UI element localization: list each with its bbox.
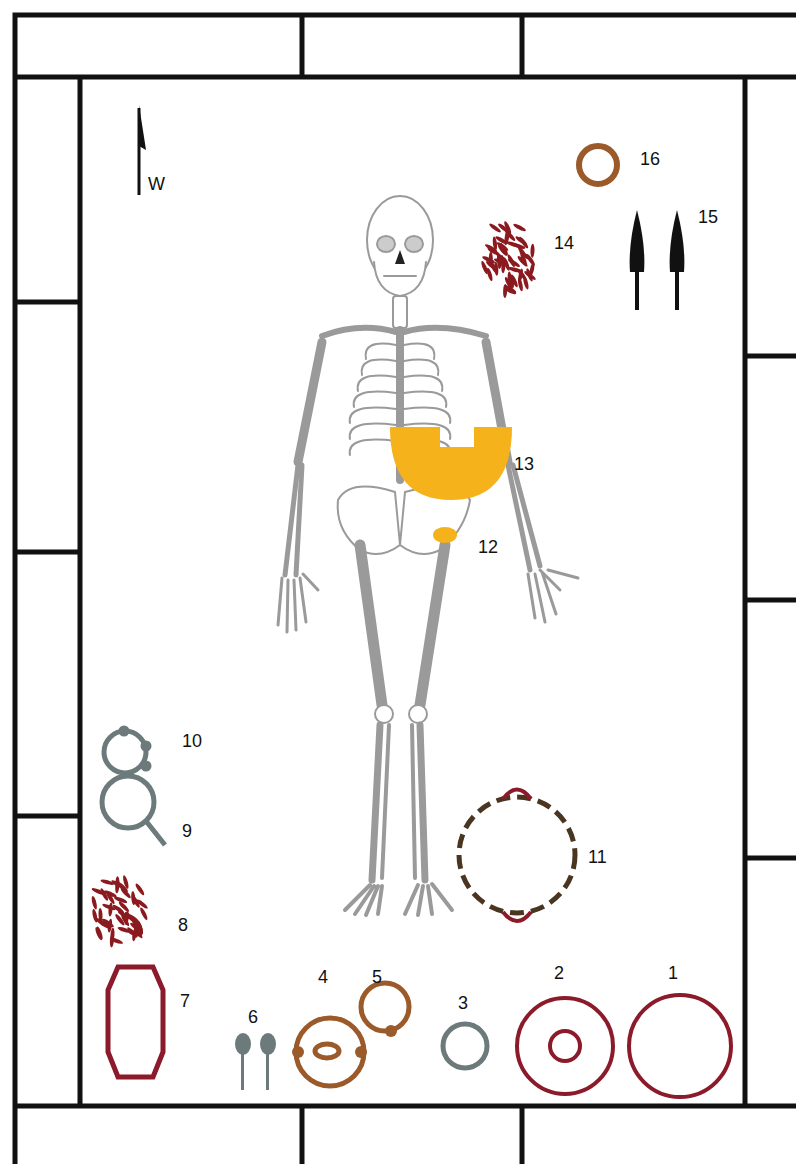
orientation-arrow [139,105,146,195]
bead [502,257,511,272]
grey-ring [104,728,149,773]
bead [507,271,512,285]
gold-plaque [390,427,512,500]
bead [117,926,132,934]
bead [503,284,507,298]
callout-number: 13 [514,455,534,473]
callout-number: 15 [698,208,718,226]
organic-container [459,790,575,922]
skeleton [278,196,578,915]
callout-number: 11 [588,848,607,866]
gold-ornament [433,527,457,543]
bead [488,260,498,274]
bead [116,881,129,893]
bead [497,244,509,257]
callout-number: 6 [248,1008,258,1026]
grey-ring [443,1024,487,1068]
callout-number: 7 [180,992,190,1010]
callout-number: 9 [182,822,192,840]
bead [525,253,536,267]
bead [518,236,530,250]
bead [506,240,521,248]
pins [235,1033,276,1090]
bead [109,937,124,946]
bead [94,926,103,940]
bead [105,891,116,905]
callout-number: 5 [372,968,382,986]
callout-number: 2 [554,964,564,982]
bronze-ring [579,146,617,184]
bronze-vessel [292,1018,367,1086]
red-vessel [629,995,731,1097]
bead [98,920,112,930]
bead [519,252,528,266]
callout-number: 10 [182,732,202,750]
bead [530,244,534,258]
callout-number: 12 [478,538,498,556]
callout-number: 8 [178,916,188,934]
mirror [102,776,165,845]
spearheads [630,210,685,310]
bead [517,277,524,292]
bead [139,907,149,921]
bead [131,919,143,932]
callout-number: 4 [318,968,328,986]
bronze-lug [385,1025,397,1037]
bead [497,222,510,234]
stone-frame [15,15,796,1164]
bead [91,895,98,910]
callout-number: 16 [640,150,660,168]
hexagonal-ring [108,967,163,1077]
bead [512,222,526,232]
bead-cluster [480,220,537,298]
bead [135,898,148,910]
orientation-label: W [148,175,165,193]
bead [480,260,489,274]
red-vessel [517,998,613,1094]
callout-number: 1 [668,964,678,982]
callout-number: 3 [458,994,468,1012]
bead-cluster [91,875,149,948]
bead [522,275,529,290]
callout-number: 14 [554,234,574,252]
bead [134,883,145,897]
bronze-ring [361,983,409,1031]
